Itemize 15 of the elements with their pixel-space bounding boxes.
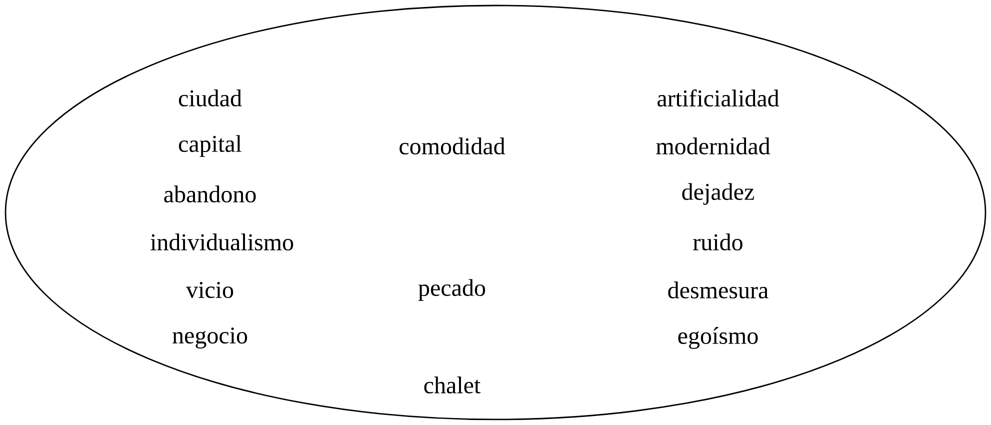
- word: comodidad: [400, 138, 506, 154]
- word: pecado: [418, 279, 486, 301]
- word: dejadez: [682, 183, 754, 205]
- word: artificialidad: [658, 89, 780, 107]
- word: individualismo: [150, 234, 294, 250]
- word: egoísmo: [678, 327, 758, 349]
- word: ciudad: [178, 90, 242, 106]
- word: capital: [178, 135, 242, 157]
- word: negocio: [172, 327, 248, 349]
- word: vicio: [186, 282, 234, 298]
- word: abandono: [164, 186, 256, 202]
- word: chalet: [424, 376, 481, 394]
- word: modernidad: [656, 138, 770, 154]
- word: desmesura: [668, 282, 768, 298]
- word: ruido: [693, 234, 742, 250]
